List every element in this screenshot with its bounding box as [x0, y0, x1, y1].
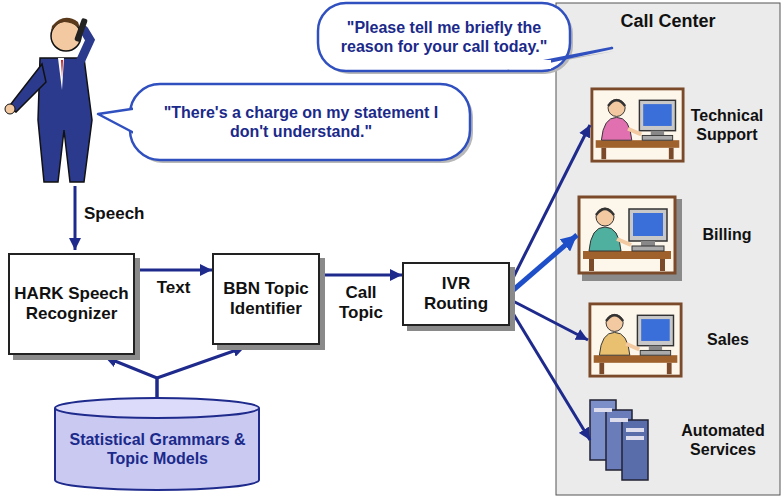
edge-label: Call Topic: [326, 283, 396, 322]
speech-bubble: "Please tell me briefly the reason for y…: [322, 6, 566, 68]
speech-arrow: [74, 186, 77, 250]
node-text: HARK Speech Recognizer: [14, 284, 129, 325]
flow-label: Speech: [84, 204, 144, 224]
flow-arrow: [105, 357, 157, 398]
agent-icon: [590, 304, 681, 376]
node-text: Sales: [688, 330, 768, 349]
process-box: IVR Routing: [402, 262, 510, 326]
node-text: "Please tell me briefly the reason for y…: [334, 18, 554, 56]
node-text: Statistical Grammars & Topic Models: [63, 430, 252, 468]
call-center-panel: Call CenterTechnical SupportBillingSales…: [556, 3, 780, 495]
flow-arrow: [157, 347, 245, 398]
department: Automated Services: [590, 400, 768, 480]
node-text: Billing: [687, 225, 767, 244]
flow-arrow: [511, 300, 588, 340]
node-text: Automated Services: [678, 421, 768, 459]
database-cylinder: Statistical Grammars & Topic Models: [55, 398, 260, 490]
database-cylinder: [55, 398, 259, 490]
agent-icon: [579, 197, 675, 273]
speech-bubble: [98, 84, 473, 163]
flow-arrow: [511, 310, 590, 440]
node-text: IVR Routing: [408, 274, 504, 315]
department: Sales: [588, 300, 768, 380]
process-box: BBN Topic Identifier: [212, 253, 320, 345]
agent-icon: [592, 89, 683, 161]
call-center-panel: [556, 3, 780, 495]
node-text: "There's a charge on my statement I don'…: [150, 103, 452, 141]
node-text: Technical Support: [686, 106, 768, 144]
server-icon: [590, 400, 648, 480]
flow-arrow: [511, 235, 577, 292]
department: Technical Support: [590, 85, 768, 165]
edge-label: Text: [157, 278, 191, 298]
flow-arrow: [135, 269, 212, 272]
flow-arrow: [320, 274, 402, 277]
speech-bubble: "There's a charge on my statement I don'…: [138, 88, 464, 156]
caller-figure: [5, 18, 92, 182]
process-box: HARK Speech Recognizer: [8, 253, 135, 355]
department: Billing: [577, 194, 767, 276]
speech-bubble: [318, 3, 615, 74]
node-text: BBN Topic Identifier: [218, 279, 314, 320]
node-text: Call Center: [620, 11, 715, 31]
